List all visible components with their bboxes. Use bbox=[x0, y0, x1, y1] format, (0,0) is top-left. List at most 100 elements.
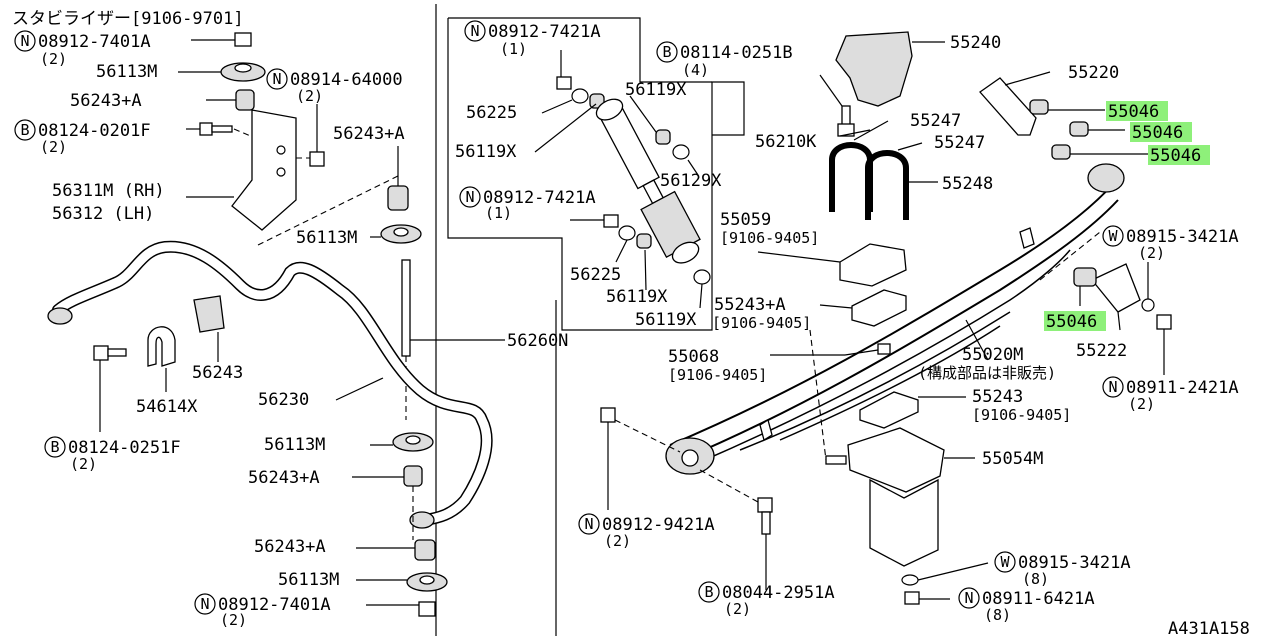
prefix-circle-icon bbox=[14, 119, 36, 141]
prefix-circle-icon bbox=[698, 581, 720, 603]
bracket-icon bbox=[231, 109, 297, 231]
diagram-code: A431A158 bbox=[1168, 619, 1250, 639]
shock-kit-box-top bbox=[448, 17, 712, 83]
label-r-55243: [9106-9405] bbox=[972, 406, 1071, 424]
bump-stopper-icon bbox=[835, 31, 913, 107]
prefix-letter: W bbox=[1000, 553, 1010, 571]
link-rod-icon bbox=[401, 259, 411, 357]
bar-end-eye-icon bbox=[409, 511, 435, 529]
shock-absorber-parts bbox=[534, 50, 740, 309]
label-p-56113M-c: 56113M bbox=[264, 435, 325, 455]
label-n-08912-9421A: 08912-9421A bbox=[602, 515, 715, 535]
highlight-55046-c bbox=[1148, 145, 1210, 165]
label-p-56119X-b: 56119X bbox=[455, 142, 517, 162]
prefix-letter: B bbox=[662, 43, 671, 61]
label-n-08911-2421A: 08911-2421A bbox=[1126, 378, 1239, 398]
bar-end-eye-icon bbox=[47, 307, 73, 325]
prefix-circle-icon bbox=[266, 68, 288, 90]
spring-eye-icon bbox=[1087, 163, 1125, 193]
bolt-icon bbox=[825, 455, 847, 465]
label-r-55068: [9106-9405] bbox=[668, 366, 767, 384]
label-p-56129X: 56129X bbox=[660, 171, 722, 191]
spacer-icon bbox=[851, 289, 907, 327]
washer-icon bbox=[618, 225, 636, 241]
nut-icon bbox=[877, 343, 891, 355]
label-p-56230: 56230 bbox=[258, 390, 309, 410]
label-q-top-2: (2) bbox=[40, 50, 67, 68]
label-p-55046-b: 55046 bbox=[1132, 123, 1183, 143]
bushing-icon bbox=[193, 295, 225, 333]
bushing-icon bbox=[387, 185, 409, 211]
label-q-08124-0251F: (2) bbox=[70, 455, 97, 473]
shackle-plate-icon bbox=[1090, 263, 1141, 313]
spacer-icon bbox=[859, 391, 919, 429]
label-q-08114: (4) bbox=[682, 61, 709, 79]
nut-icon bbox=[556, 76, 572, 90]
label-p-56260N: 56260N bbox=[507, 331, 568, 351]
shock-kit-box bbox=[447, 18, 745, 331]
nut-icon bbox=[418, 601, 436, 617]
label-p-55020M: 55020M bbox=[962, 345, 1023, 365]
prefix-letter: B bbox=[50, 438, 59, 456]
label-b-08124-0201F: 08124-0201F bbox=[38, 121, 151, 141]
highlight-55046-d bbox=[1044, 311, 1106, 331]
nut-icon bbox=[234, 32, 252, 47]
label-b-08044-2951A: 08044-2951A bbox=[722, 583, 835, 603]
prefix-circle-icon bbox=[44, 436, 66, 458]
bushing-icon bbox=[655, 129, 671, 145]
label-q-08044: (2) bbox=[724, 600, 751, 618]
shackle-icon bbox=[979, 77, 1037, 136]
bushing-icon bbox=[1073, 267, 1097, 287]
prefix-letter: B bbox=[704, 583, 713, 601]
label-note-55020M: (構成部品は非販売) bbox=[918, 364, 1056, 382]
spring-plate-icon bbox=[847, 427, 945, 493]
label-p-55054M: 55054M bbox=[982, 449, 1043, 469]
prefix-circle-icon bbox=[958, 587, 980, 609]
label-p-56225-b: 56225 bbox=[570, 265, 621, 285]
prefix-circle-icon bbox=[459, 186, 481, 208]
clamp-icon bbox=[147, 326, 176, 367]
label-p-55220: 55220 bbox=[1068, 63, 1119, 83]
label-p-56119X-a: 56119X bbox=[625, 80, 687, 100]
washer-icon bbox=[1141, 298, 1155, 312]
label-n-08911-6421A: 08911-6421A bbox=[982, 589, 1095, 609]
label-n-08912-7401A-top: 08912-7401A bbox=[38, 32, 151, 52]
prefix-circle-icon bbox=[14, 30, 36, 52]
highlight-55046-b bbox=[1130, 122, 1192, 142]
label-p-55247-a: 55247 bbox=[910, 111, 961, 131]
prefix-circle-icon bbox=[994, 551, 1016, 573]
label-p-56119X-d: 56119X bbox=[635, 310, 697, 330]
prefix-letter: N bbox=[200, 595, 209, 613]
label-p-56243A-d: 56243+A bbox=[254, 537, 326, 557]
prefix-letter: N bbox=[272, 70, 281, 88]
label-p-56243: 56243 bbox=[192, 363, 243, 383]
label-n-08912-7421A-b: 08912-7421A bbox=[483, 188, 596, 208]
label-n-08912-7421A-a: 08912-7421A bbox=[488, 22, 601, 42]
bushing-icon bbox=[1029, 99, 1049, 115]
label-p-55222: 55222 bbox=[1076, 341, 1127, 361]
label-p-56243A-a: 56243+A bbox=[70, 91, 142, 111]
label-p-56243A-b: 56243+A bbox=[333, 124, 405, 144]
label-r-55059: [9106-9405] bbox=[720, 229, 819, 247]
label-q-08915-a: (2) bbox=[1138, 244, 1165, 262]
leaf-spring-parts bbox=[600, 31, 1172, 605]
bushing-icon bbox=[636, 233, 652, 249]
nut-icon bbox=[603, 214, 619, 228]
label-p-56225-a: 56225 bbox=[466, 103, 517, 123]
label-p-56311M: 56311M (RH) bbox=[52, 181, 165, 201]
bushing-icon bbox=[1051, 144, 1071, 160]
label-p-55247-b: 55247 bbox=[934, 133, 985, 153]
u-bolt-icon bbox=[829, 142, 873, 212]
nut-icon bbox=[600, 407, 616, 423]
label-p-55243A: 55243+A bbox=[714, 295, 786, 315]
label-n-08912-7401A-bot: 08912-7401A bbox=[218, 595, 331, 615]
prefix-letter: N bbox=[470, 22, 479, 40]
label-p-55240: 55240 bbox=[950, 33, 1001, 53]
u-bolt-icon bbox=[865, 150, 909, 220]
prefix-circle-icon bbox=[194, 593, 216, 615]
label-p-55248: 55248 bbox=[942, 174, 993, 194]
prefix-letter: N bbox=[964, 589, 973, 607]
label-n-08914-64000: 08914-64000 bbox=[290, 70, 403, 90]
